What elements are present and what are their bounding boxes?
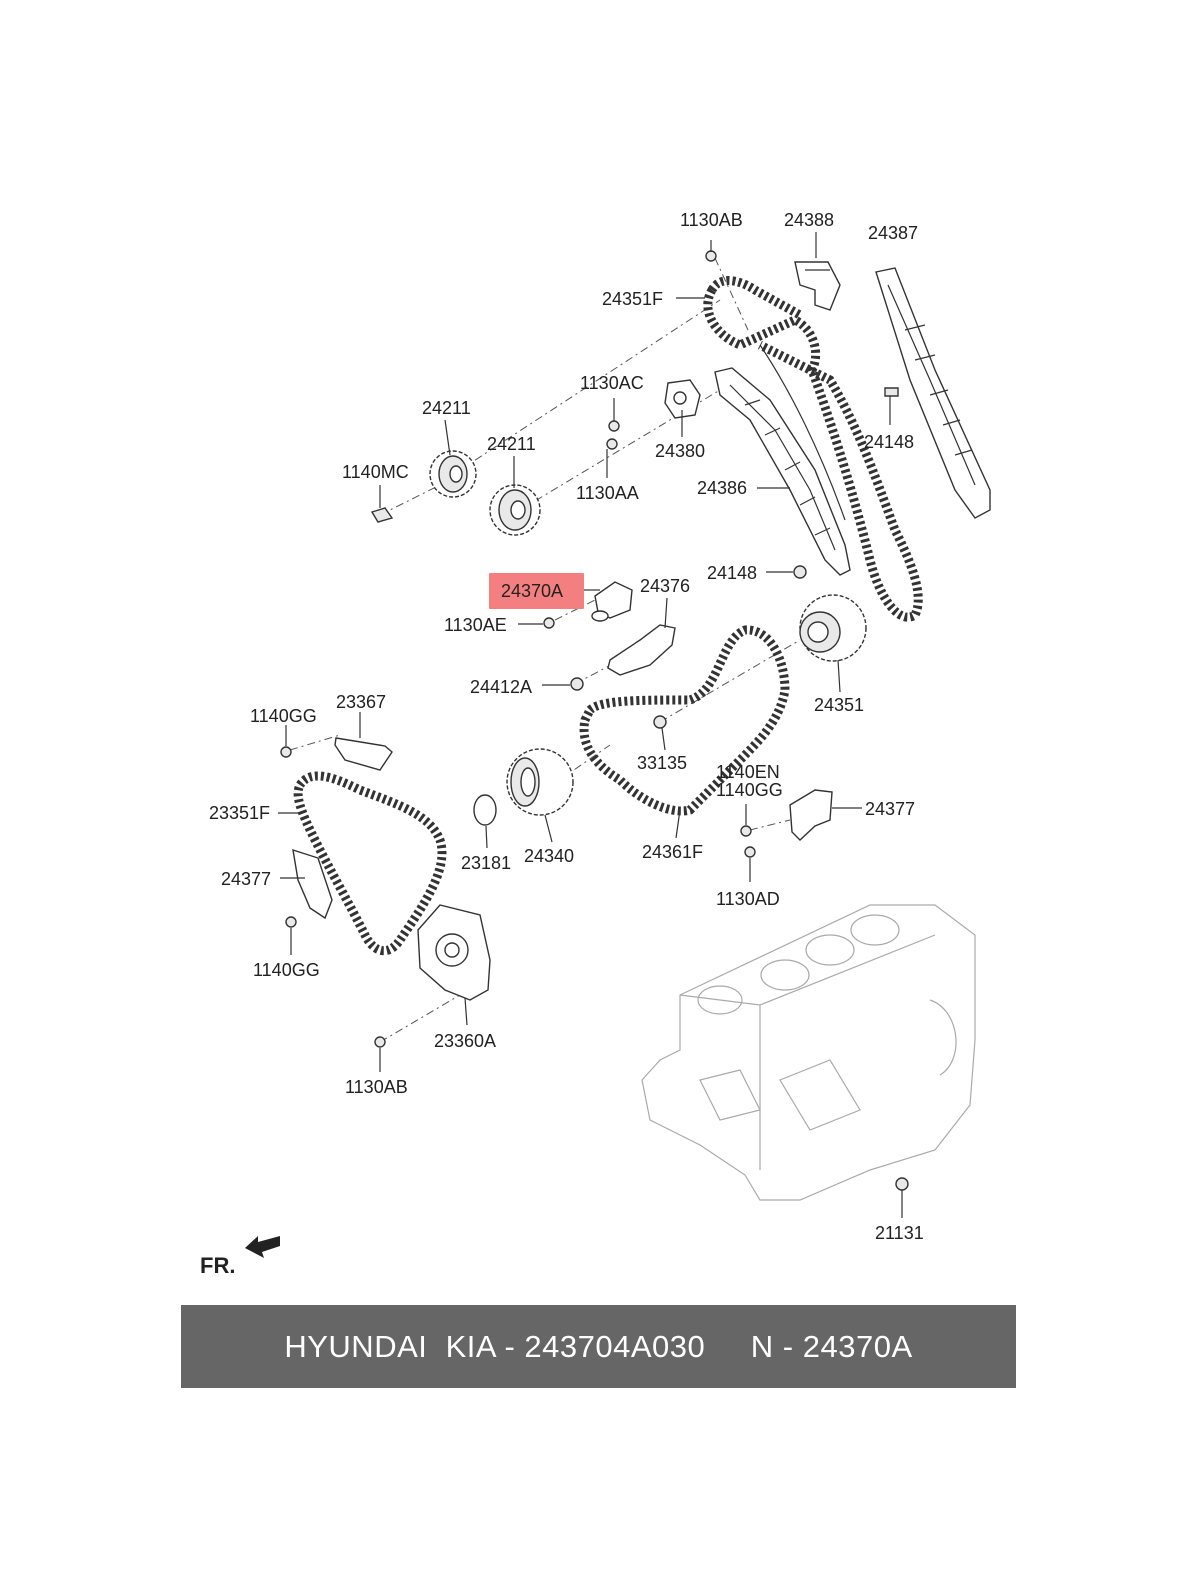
label-1130AA: 1130AA <box>576 483 639 503</box>
label-23351F: 23351F <box>209 803 270 823</box>
chain-guide-23367 <box>334 737 393 771</box>
highlight-24370A <box>489 573 584 609</box>
front-arrow-icon <box>245 1236 280 1258</box>
lower-timing-chain-24361F <box>579 625 790 816</box>
balance-chain-23351F <box>293 771 447 956</box>
label-24211-right: 24211 <box>487 434 536 454</box>
chain-guide-24386 <box>714 367 851 576</box>
label-1140GG-c: 1140GG <box>253 960 320 980</box>
label-24148-upper: 24148 <box>864 432 914 452</box>
label-1130AD: 1130AD <box>716 889 780 909</box>
camshaft-sprocket-24211-left <box>429 450 477 498</box>
chain-guide-rail-24387 <box>875 267 991 519</box>
label-23360A: 23360A <box>434 1031 496 1051</box>
label-front: FR. <box>200 1253 235 1278</box>
label-23181: 23181 <box>461 853 511 873</box>
label-1130AB-top: 1130AB <box>680 210 743 230</box>
camshaft-sprocket-24211-right <box>489 484 541 536</box>
bolt-24148-upper <box>884 387 899 425</box>
label-21131: 21131 <box>875 1223 924 1243</box>
label-24377-left: 24377 <box>221 869 271 889</box>
oil-pump-23360A <box>417 904 491 1001</box>
label-24412A: 24412A <box>470 677 532 697</box>
chain-tensioner-arm-24370A <box>591 581 633 622</box>
bolts <box>280 240 909 1218</box>
label-23367: 23367 <box>336 692 386 712</box>
bolt-1140GG-b <box>740 804 752 837</box>
bolt-24148-lower <box>766 565 807 579</box>
bolt-24412A <box>542 677 584 691</box>
bolt-1130AB-bottom <box>374 1036 386 1072</box>
label-1130AC: 1130AC <box>580 373 644 393</box>
label-1140EN: 1140EN <box>716 762 780 782</box>
chain-tensioner-24380 <box>664 379 701 419</box>
bolt-1130AD <box>744 846 756 882</box>
chain-guide-24388 <box>794 261 841 311</box>
label-24148-lower: 24148 <box>707 563 757 583</box>
banner-text: HYUNDAI KIA - 243704A030 N - 24370A <box>284 1328 913 1364</box>
label-24388: 24388 <box>784 210 834 230</box>
idler-33135 <box>653 715 667 729</box>
bolt-1140GG-a <box>280 725 292 758</box>
bolt-1140MC <box>370 485 394 523</box>
bolt-1130AC <box>608 398 620 432</box>
label-24361F: 24361F <box>642 842 703 862</box>
label-33135: 33135 <box>637 753 687 773</box>
label-24370A: 24370A <box>501 581 563 601</box>
sprocket-24340 <box>506 748 574 816</box>
label-1140MC: 1140MC <box>342 462 409 482</box>
label-24351: 24351 <box>814 695 864 715</box>
chain-guide-24376 <box>607 624 676 676</box>
label-24340: 24340 <box>524 846 574 866</box>
label-24351F: 24351F <box>602 289 663 309</box>
chain-guide-24377-left <box>292 848 333 920</box>
upper-timing-chain <box>703 276 923 622</box>
bolt-21131 <box>895 1177 909 1218</box>
oring-23181 <box>473 794 497 826</box>
label-24380: 24380 <box>655 441 705 461</box>
label-1140GG-b: 1140GG <box>716 780 783 800</box>
part-labels: 1130AB 24388 24387 24351F 1130AC 24148 2… <box>200 210 924 1278</box>
label-1140GG-a: 1140GG <box>250 706 317 726</box>
label-leaders <box>278 232 862 1026</box>
label-24376: 24376 <box>640 576 690 596</box>
part-number-banner: HYUNDAI KIA - 243704A030 N - 24370A <box>181 1305 1016 1388</box>
label-24387: 24387 <box>868 223 918 243</box>
bolt-1140GG-c <box>285 916 297 955</box>
bolt-1130AA <box>606 438 618 478</box>
label-1130AB-bottom: 1130AB <box>345 1077 408 1097</box>
bolt-1130AE <box>518 617 555 629</box>
label-24211-left: 24211 <box>422 398 471 418</box>
engine-block <box>641 904 976 1201</box>
label-24386: 24386 <box>697 478 747 498</box>
crankshaft-sprocket-24351 <box>799 594 867 662</box>
bolt-1130AB-top <box>705 240 717 262</box>
chain-guide-24377-right <box>789 789 833 841</box>
label-1130AE: 1130AE <box>444 615 507 635</box>
label-24377-right: 24377 <box>865 799 915 819</box>
